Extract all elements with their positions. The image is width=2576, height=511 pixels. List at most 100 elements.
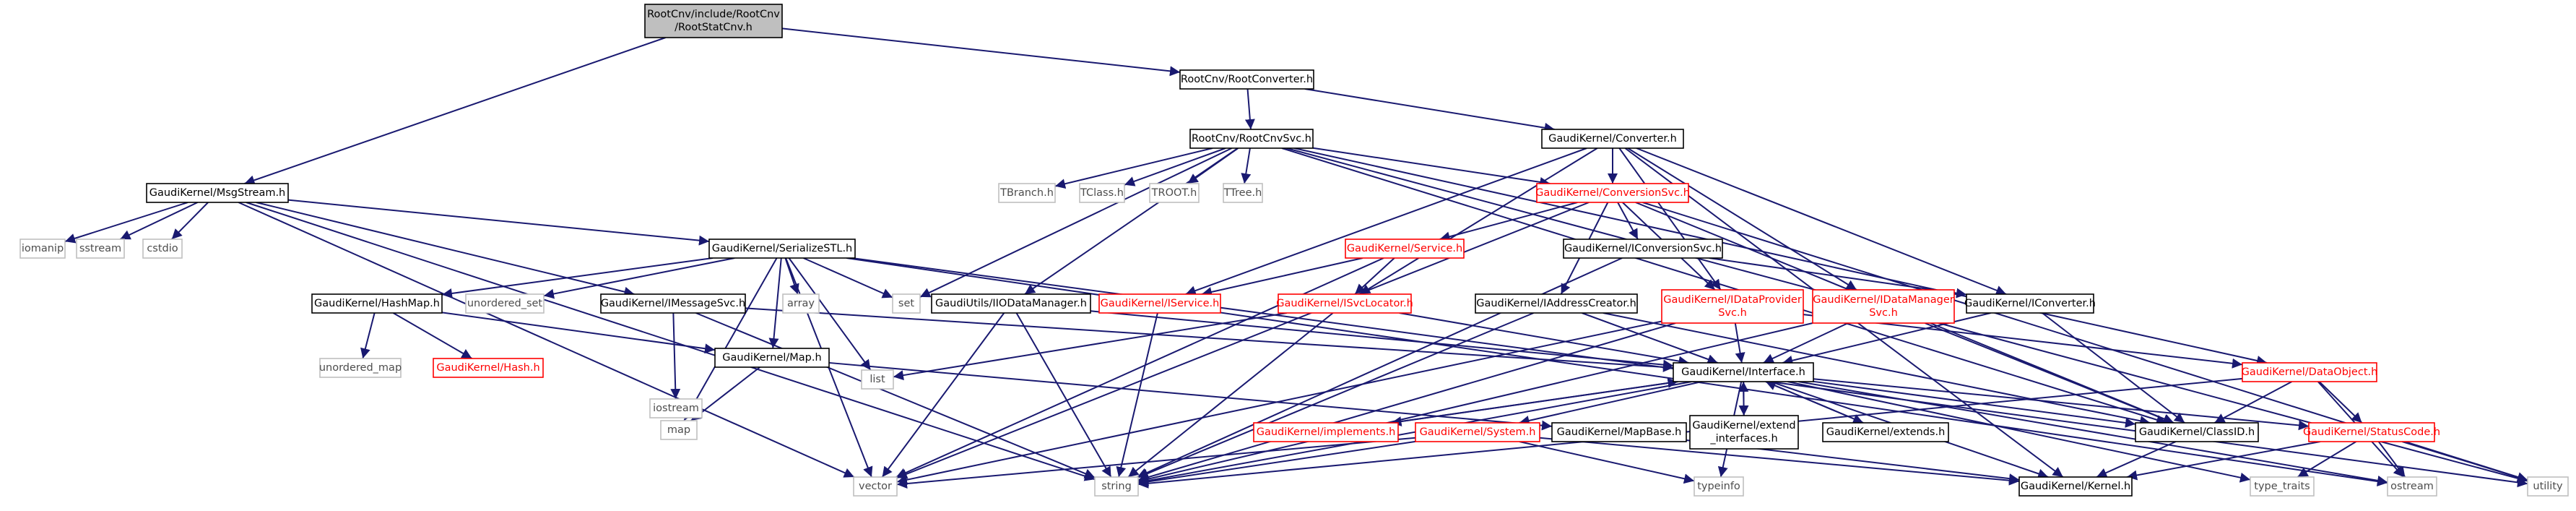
node-hash[interactable]: GaudiKernel/Hash.h [433,358,544,378]
node-extend-interfaces[interactable]: GaudiKernel/extend_interfaces.h [1689,415,1799,450]
node-conversionsvc[interactable]: GaudiKernel/ConversionSvc.h [1535,183,1690,203]
edge-interface-to-ostream [1798,381,2388,486]
edge-interface-to-type_traits [1787,381,2251,483]
node-label: GaudiKernel/MsgStream.h [149,187,286,199]
node-service[interactable]: GaudiKernel/Service.h [1345,239,1465,259]
node-box [861,369,894,390]
node-dataobject[interactable]: GaudiKernel/DataObject.h [2242,362,2378,382]
node-kernel[interactable]: GaudiKernel/Kernel.h [2018,476,2133,497]
node-box [2308,422,2435,442]
edge-system-to-string [1137,440,1416,487]
node-array: array [782,293,820,314]
edge-interface-to-classid [1813,380,2136,428]
node-ostream: ostream [2387,476,2437,497]
nodes-layer: RootCnv/include/RootCnv/RootStatCnv.hRoo… [19,4,2569,497]
edge-statuscode-to-utility [2401,441,2528,482]
edge-idataprovidersvc-to-string [1137,322,1676,483]
node-box [433,358,544,378]
node-box [311,293,443,314]
node-label: RootCnv/RootConverter.h [1181,74,1313,85]
node-hashmap[interactable]: GaudiKernel/HashMap.h [311,293,443,314]
node-set: set [892,293,921,314]
node-map-h[interactable]: GaudiKernel/Map.h [714,348,830,368]
edge-service-to-vector [895,257,1384,478]
node-box [2018,476,2133,497]
node-label: GaudiKernel/HashMap.h [314,298,440,309]
edge-msgstream-to-cstdio [171,202,209,240]
edge-iaddresscreator-to-string [1137,312,1535,478]
node-iconverter[interactable]: GaudiKernel/IConverter.h [1964,293,2096,314]
node-msgstream[interactable]: GaudiKernel/MsgStream.h [146,183,289,203]
edge-implements-to-interface [1391,378,1678,424]
node-label: GaudiKernel/System.h [1420,426,1536,438]
node-label: unordered_map [319,362,402,374]
node-extends[interactable]: GaudiKernel/extends.h [1822,422,1949,442]
node-list: list [861,369,894,390]
edge-converter-to-idataprovidersvc [1618,147,1722,291]
node-box [1098,293,1221,314]
node-imessagesvc[interactable]: GaudiKernel/IMessageSvc.h [600,293,746,314]
edge-idataprovidersvc-to-vector [896,320,1662,485]
node-label: TROOT.h [1151,187,1197,199]
edge-hashmap-to-unordered_map [360,312,376,359]
edge-msgstream-to-vector [238,202,855,478]
node-box [1149,183,1200,203]
edge-converter-to-idatamanagersvc [1627,147,1857,291]
edge-serializestl-to-set [803,257,893,299]
node-rootcnvsvc[interactable]: RootCnv/RootCnvSvc.h [1189,129,1314,149]
node-system[interactable]: GaudiKernel/System.h [1415,422,1540,442]
node-iconversionsvc[interactable]: GaudiKernel/IConversionSvc.h [1563,239,1723,259]
edge-serializestl-to-ostream [846,257,2388,486]
node-statuscode[interactable]: GaudiKernel/StatusCode.h [2303,422,2440,442]
node-serializestl[interactable]: GaudiKernel/SerializeSTL.h [708,239,856,259]
edge-rootcnvsvc-to-iodatamanager [1024,147,1239,295]
node-iaddresscreator[interactable]: GaudiKernel/IAddressCreator.h [1475,293,1638,314]
node-unordered-set: unordered_set [465,293,545,314]
node-implements[interactable]: GaudiKernel/implements.h [1253,422,1399,442]
node-label: GaudiKernel/Map.h [722,352,821,364]
node-converter[interactable]: GaudiKernel/Converter.h [1541,129,1684,149]
node-isvclocator[interactable]: GaudiKernel/ISvcLocator.h [1276,293,1413,314]
node-label: /RootStatCnv.h [675,22,753,33]
edge-msgstream-to-sstream [119,202,199,240]
node-box [2135,422,2259,442]
node-utility: utility [2527,476,2569,497]
edge-msgstream-to-string [246,202,1096,481]
edge-rootconverter-to-rootcnvsvc [1244,88,1255,130]
node-label: GaudiKernel/IConverter.h [1964,298,2096,309]
node-label: TClass.h [1080,187,1124,199]
edge-converter-to-isvclocator [1359,147,1598,295]
node-label: GaudiKernel/extend [1692,420,1795,431]
node-label: GaudiKernel/extends.h [1826,426,1946,438]
node-box [319,358,402,378]
node-label: GaudiKernel/DataObject.h [2242,366,2378,378]
node-box [998,183,1056,203]
node-box [1812,289,1955,324]
edge-extend_interfaces-to-interface [1738,381,1749,416]
edge-system-to-typeinfo [1519,441,1695,484]
node-label: Svc.h [1869,307,1898,319]
node-classid[interactable]: GaudiKernel/ClassID.h [2135,422,2259,442]
node-label: GaudiKernel/IAddressCreator.h [1476,298,1636,309]
node-mapbase[interactable]: GaudiKernel/MapBase.h [1551,422,1687,442]
node-rootconverter[interactable]: RootCnv/RootConverter.h [1179,69,1314,90]
edge-statuscode-to-kernel [2126,441,2321,481]
edge-hashmap-to-map_h [441,312,716,354]
node-label: type_traits [2254,481,2310,492]
node-box [660,420,698,440]
node-interface[interactable]: GaudiKernel/Interface.h [1673,362,1814,382]
edge-hashmap-to-hash [392,312,473,359]
edge-classid-to-kernel [2096,441,2177,478]
edge-interface-to-system [1519,381,1702,426]
edge-root-to-rootconverter [781,27,1181,77]
node-label: GaudiKernel/IDataProvider [1663,294,1802,306]
node-root[interactable]: RootCnv/include/RootCnv/RootStatCnv.h [644,4,783,38]
node-label: GaudiKernel/StatusCode.h [2303,426,2440,438]
edge-iodatamanager-to-vector [881,312,1005,478]
node-iservice[interactable]: GaudiKernel/IService.h [1098,293,1221,314]
node-iodatamanager[interactable]: GaudiUtils/IIODataManager.h [931,293,1091,314]
node-vector: vector [853,476,898,497]
edge-conversionsvc-to-service [1439,202,1578,242]
